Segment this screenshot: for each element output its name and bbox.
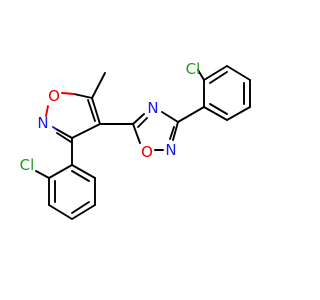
- atom-label-o-isoxazole: O: [48, 87, 60, 105]
- bond-lower-phenyl-1: [48, 164, 73, 179]
- bond-lower-phenyl-6: [71, 164, 96, 179]
- atom-cl-right: Cl: [186, 60, 201, 78]
- molecule-structure: Cl Cl N O N O N: [20, 60, 251, 220]
- bond-lower-phenyl-4: [71, 204, 96, 220]
- bonds: [35, 65, 251, 220]
- bond-oxadiazole-c5-n4: [132, 113, 145, 125]
- bond-isoxazole-c5-o: [73, 93, 93, 99]
- bond-right-phenyl-inner-1: [209, 71, 228, 84]
- bond-isoxazole-c5-o-half: [61, 92, 75, 95]
- bond-isoxazole-n-c3: [55, 128, 73, 139]
- atom-cl-lower: Cl: [20, 156, 35, 174]
- bond-right-phenyl-inner-3: [209, 103, 228, 115]
- bond-right-phenyl-6: [203, 106, 228, 121]
- bond-lower-phenyl-inner-2: [71, 201, 90, 214]
- bond-isoxazole-c4-c5: [91, 97, 101, 125]
- atom-n-isoxazole: N: [37, 114, 48, 132]
- atom-label-n-isoxazole: N: [37, 114, 48, 132]
- bond-right-phenyl-3: [226, 65, 251, 81]
- atom-label-n2-oxadiazole: N: [165, 141, 176, 159]
- bond-right-phenyl-5: [226, 106, 251, 121]
- bond-isoxazole-c3-c4: [71, 123, 101, 139]
- atom-n2-oxadiazole: N: [165, 141, 176, 159]
- bond-isoxazole-n-c3-double: [56, 132, 72, 143]
- bond-right-phenyl-link: [177, 106, 205, 123]
- bond-right-cl: [197, 69, 205, 81]
- bond-lower-cl: [35, 170, 50, 179]
- atom-labels: Cl Cl N O N O N: [20, 60, 201, 174]
- atom-label-cl-right: Cl: [186, 60, 201, 78]
- bond-oxadiazole-n4-c3: [161, 111, 179, 123]
- bond-isoxazole-n-c3-half: [52, 126, 57, 130]
- bond-lower-phenyl-inner-3: [71, 170, 90, 182]
- atom-n4-oxadiazole: N: [147, 99, 158, 117]
- bond-oxadiazole-o1-c5: [132, 123, 141, 144]
- bond-oxadiazole-c3-n2-double: [169, 126, 175, 140]
- atom-o1-oxadiazole: O: [141, 143, 153, 161]
- atom-label-cl-lower: Cl: [20, 156, 35, 174]
- bond-oxadiazole-c3-n2: [172, 121, 179, 141]
- bond-oxadiazole-c5-n4-double: [137, 117, 148, 128]
- atom-label-o1-oxadiazole: O: [141, 143, 153, 161]
- bond-methyl: [91, 72, 106, 99]
- bond-right-phenyl-2: [203, 65, 228, 81]
- atom-label-n4-oxadiazole: N: [147, 99, 158, 117]
- bond-isoxazole-o-n: [45, 105, 49, 117]
- bond-lower-phenyl-3: [48, 204, 73, 220]
- bond-isoxazole-c4-c5-double: [87, 99, 96, 122]
- atom-o-isoxazole: O: [48, 87, 60, 105]
